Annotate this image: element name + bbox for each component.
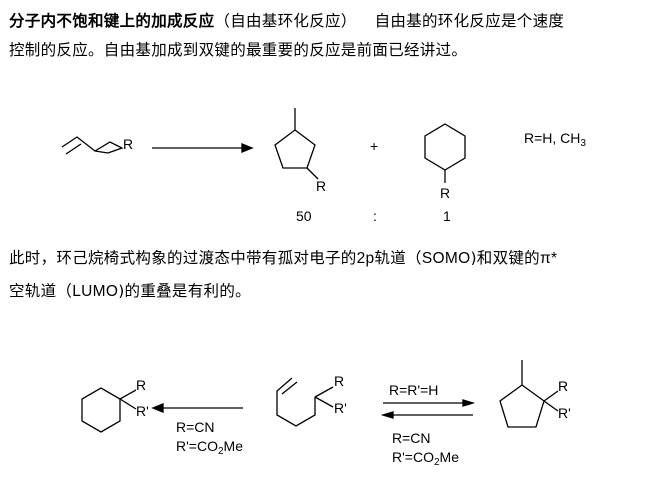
intro-text-1: 自由基的环化反应是个速度	[374, 12, 565, 30]
lumo-term: LUMO	[72, 283, 119, 300]
cyclopentane-product	[274, 108, 319, 180]
middle-rprime-label: R'	[334, 400, 347, 416]
section-subtitle: （自由基环化反应）	[214, 12, 357, 30]
explanation-line-2: 空轨道（LUMO)的重叠是有利的。	[9, 277, 665, 306]
cyclohexane-left	[81, 387, 137, 433]
ratio-left: 50	[296, 208, 312, 224]
left-r-label: R	[136, 377, 146, 393]
explanation-text-2a: 空轨道（	[9, 282, 73, 300]
heading-line-2: 控制的反应。自由基加成到双键的最重要的反应是前面已经讲过。	[9, 36, 665, 64]
left-condition-line-2: R'=CO2Me	[176, 438, 243, 457]
explanation-line-1: 此时，环己烷椅式构象的过渡态中带有孤对电子的2p轨道（SOMO)和双键的π*	[9, 244, 665, 273]
cyclohexane-product	[424, 123, 466, 183]
cyclopentane-r-label: R	[316, 178, 326, 194]
somo-term: SOMO	[421, 250, 471, 267]
section-title: 分子内不饱和键上的加成反应	[9, 12, 215, 30]
chair-cyclohexane-reactant	[61, 136, 124, 155]
explanation-text-c: 轨道（	[374, 249, 422, 267]
explanation-text-2c: )的重叠是有利的。	[118, 282, 251, 300]
plus-sign: +	[370, 138, 378, 154]
intro-text-2: 控制的反应。自由基加成到双键的最重要的反应是前面已经讲过。	[9, 41, 468, 59]
reaction-arrow-left	[151, 403, 243, 413]
left-condition-line-1: R=CN	[176, 419, 215, 435]
ratio-right: 1	[443, 208, 451, 224]
hexenyl-radical-chain	[276, 377, 334, 427]
reaction-scheme-1: R R R + R=H, CH3 50 : 1	[61, 108, 586, 224]
cyclohexane-r-label: R	[440, 185, 450, 201]
reverse-condition-line-2: R'=CO2Me	[392, 449, 459, 468]
pi-star-term: π*	[540, 250, 558, 267]
middle-r-label: R	[334, 373, 344, 389]
cyclopentane-right	[499, 360, 559, 428]
reverse-condition-line-1: R=CN	[392, 430, 431, 446]
orbital-2p: 2p	[356, 250, 375, 267]
forward-condition: R=R'=H	[389, 382, 438, 398]
right-rprime-label: R'	[558, 405, 571, 421]
equilibrium-arrows	[380, 399, 476, 419]
right-r-label: R	[558, 378, 568, 394]
explanation-text-a: 此时，环己烷椅式构象的过渡态中带有孤对电子的	[9, 249, 357, 267]
reaction-scheme-2: R R' R R' R R' R=CN R'=CO2Me R=R'=H R=CN…	[81, 360, 571, 468]
reaction-arrow-1	[152, 143, 254, 153]
substituent-condition: R=H, CH3	[524, 130, 586, 149]
explanation-text-e: )和双键的	[470, 249, 540, 267]
left-rprime-label: R'	[136, 403, 149, 419]
heading-line-1: 分子内不饱和键上的加成反应（自由基环化反应） 自由基的环化反应是个速度	[9, 7, 665, 35]
ratio-separator: :	[373, 208, 377, 224]
reactant-r-label: R	[123, 136, 133, 152]
